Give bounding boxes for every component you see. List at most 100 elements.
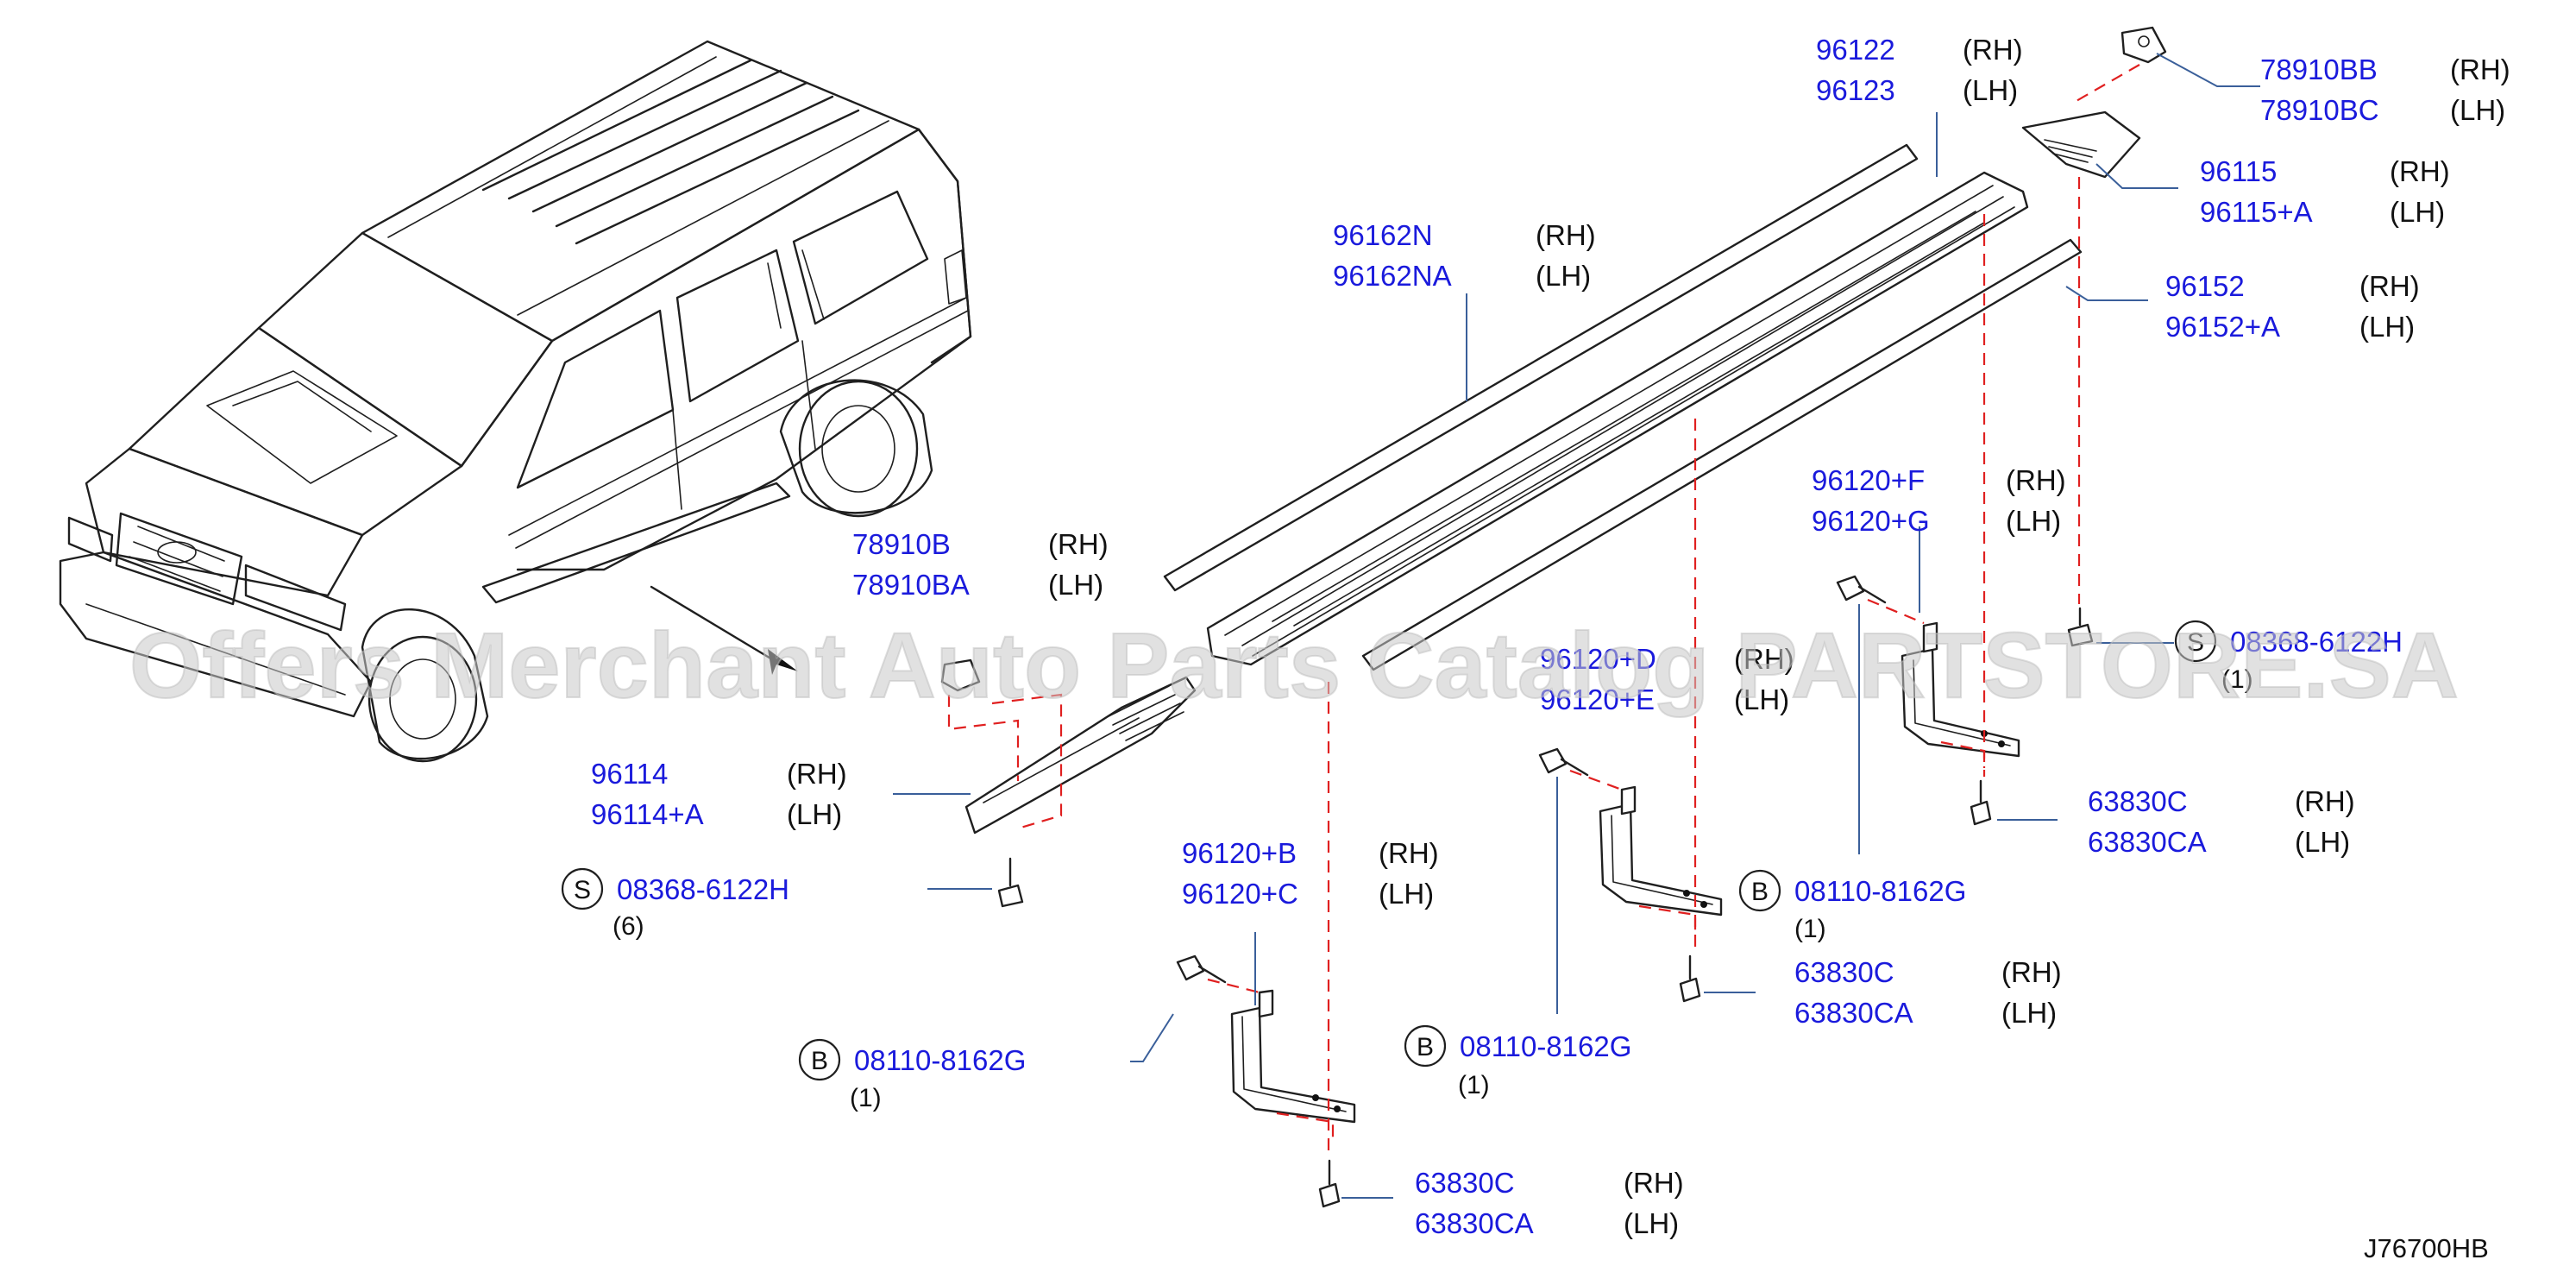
callout-part-lh: 78910BA: [852, 569, 970, 601]
callout-side-rh: (RH): [2006, 464, 2066, 496]
callout-side-rh: (RH): [787, 758, 847, 790]
callout-part-lh: 96152+A: [2165, 311, 2280, 343]
callout-96115: 96115 96115+A (RH) (LH): [2200, 155, 2450, 228]
fastener-part: 08368-6122H: [617, 873, 789, 905]
fastener-callout-screw-rear: S 08368-6122H (1): [2174, 620, 2403, 694]
diagram-code: J76700HB: [2364, 1233, 2489, 1263]
callout-side-lh: (LH): [1734, 683, 1789, 715]
vehicle-illustration: [59, 40, 972, 763]
fastener-qty: (1): [850, 1084, 882, 1112]
callout-part-rh: 96120+D: [1540, 643, 1656, 675]
callout-side-lh: (LH): [1963, 74, 2018, 106]
callout-side-rh: (RH): [1048, 528, 1109, 560]
callout-side-rh: (RH): [2450, 54, 2510, 85]
alignment-lines: [947, 64, 2140, 1156]
circle-letter-icon: [1404, 1024, 1447, 1068]
callout-part-lh: 96115+A: [2200, 196, 2313, 228]
callout-part-lh: 63830CA: [1415, 1207, 1534, 1239]
callout-side-lh: (LH): [2390, 196, 2445, 228]
callout-side-lh: (LH): [2450, 94, 2505, 126]
watermark-text: Offers Merchant Auto Parts Catalog PARTS…: [129, 613, 2459, 717]
fastener-letter: B: [1751, 878, 1769, 906]
circle-letter-icon: [561, 867, 604, 910]
callout-part-lh: 96120+G: [1812, 505, 1930, 537]
callout-side-lh: (LH): [2359, 311, 2415, 343]
callout-side-rh: (RH): [1624, 1167, 1684, 1199]
callout-side-rh: (RH): [1536, 219, 1596, 251]
callout-side-lh: (LH): [2006, 505, 2061, 537]
callout-part-lh: 96114+A: [591, 798, 704, 830]
fastener-callout-bolt-front: B 08110-8162G (1): [798, 1038, 1026, 1112]
fastener-qty: (1): [2221, 665, 2253, 694]
fastener-qty: (6): [613, 912, 644, 941]
callout-part-lh: 63830CA: [2088, 826, 2207, 858]
callout-part-rh: 96162N: [1333, 219, 1433, 251]
fastener-part: 08110-8162G: [854, 1044, 1026, 1076]
fastener-qty: (1): [1794, 915, 1826, 943]
callout-63830C-front: 63830C 63830CA (RH) (LH): [1415, 1167, 1684, 1239]
callout-63830C-rear: 63830C 63830CA (RH) (LH): [2088, 785, 2355, 858]
fastener-callout-screw-front: S 08368-6122H (6): [561, 867, 789, 941]
callout-side-lh: (LH): [1379, 878, 1434, 910]
bracket-front: [1230, 989, 1356, 1124]
callout-part-lh: 96120+C: [1182, 878, 1298, 910]
callout-part-lh: 96162NA: [1333, 260, 1452, 292]
callout-part-rh: 63830C: [1415, 1167, 1515, 1199]
callout-96120B: 96120+B 96120+C (RH) (LH): [1182, 837, 1439, 910]
fastener-drawings: [997, 575, 2094, 1208]
callout-part-rh: 96122: [1816, 34, 1895, 66]
callout-part-lh: 78910BC: [2260, 94, 2379, 126]
callout-side-rh: (RH): [1734, 643, 1794, 675]
callout-side-rh: (RH): [2390, 155, 2450, 187]
callout-part-rh: 78910B: [852, 528, 951, 560]
circle-letter-icon: [2174, 620, 2217, 663]
fastener-callout-bolt-rear: B 08110-8162G (1): [1738, 869, 1966, 943]
callout-part-rh: 96152: [2165, 270, 2245, 302]
leader-lines: [893, 53, 2260, 1199]
circle-letter-icon: [1738, 869, 1781, 912]
callout-side-rh: (RH): [1379, 837, 1439, 869]
fastener-qty: (1): [1458, 1071, 1490, 1099]
callout-part-rh: 78910BB: [2260, 54, 2378, 85]
circle-letter-icon: [798, 1038, 841, 1081]
callout-part-rh: 96115: [2200, 155, 2277, 187]
callout-78910BB: 78910BB 78910BC (RH) (LH): [2260, 54, 2510, 126]
callout-part-rh: 63830C: [2088, 785, 2188, 817]
callout-96162N: 96162N 96162NA (RH) (LH): [1333, 219, 1596, 292]
callout-78910B: 78910B 78910BA (RH) (LH): [852, 528, 1109, 601]
callout-96152: 96152 96152+A (RH) (LH): [2165, 270, 2420, 343]
callout-96120D: 96120+D 96120+E (RH) (LH): [1540, 643, 1794, 715]
arrow-head-icon: [768, 649, 798, 675]
callout-63830C-middle: 63830C 63830CA (RH) (LH): [1794, 956, 2062, 1029]
running-board-assembly: [940, 26, 2167, 835]
bracket-rear: [1901, 621, 2020, 758]
callout-part-rh: 96120+F: [1812, 464, 1925, 496]
fastener-part: 08110-8162G: [1794, 875, 1966, 907]
fastener-part: 08110-8162G: [1460, 1030, 1631, 1062]
callout-side-rh: (RH): [2001, 956, 2062, 988]
bracket-middle: [1599, 785, 1723, 917]
fastener-letter: S: [574, 876, 591, 904]
fastener-part: 08368-6122H: [2230, 626, 2403, 658]
callout-side-lh: (LH): [1624, 1207, 1679, 1239]
callout-96120F: 96120+F 96120+G (RH) (LH): [1812, 464, 2066, 537]
fastener-letter: B: [1417, 1033, 1434, 1061]
callout-side-rh: (RH): [2359, 270, 2420, 302]
callout-96114: 96114 96114+A (RH) (LH): [591, 758, 847, 830]
callout-side-lh: (LH): [1536, 260, 1591, 292]
fastener-letter: S: [2187, 628, 2204, 657]
callout-side-rh: (RH): [1963, 34, 2023, 66]
callout-part-lh: 63830CA: [1794, 997, 1913, 1029]
callout-side-lh: (LH): [787, 798, 842, 830]
callout-96122: 96122 96123 (RH) (LH): [1816, 34, 2023, 106]
callout-side-rh: (RH): [2295, 785, 2355, 817]
callout-side-lh: (LH): [2295, 826, 2350, 858]
callout-side-lh: (LH): [2001, 997, 2057, 1029]
callout-side-lh: (LH): [1048, 569, 1103, 601]
callout-part-rh: 63830C: [1794, 956, 1894, 988]
callout-part-lh: 96123: [1816, 74, 1895, 106]
fastener-letter: B: [811, 1047, 828, 1075]
callout-part-lh: 96120+E: [1540, 683, 1655, 715]
callout-part-rh: 96120+B: [1182, 837, 1297, 869]
